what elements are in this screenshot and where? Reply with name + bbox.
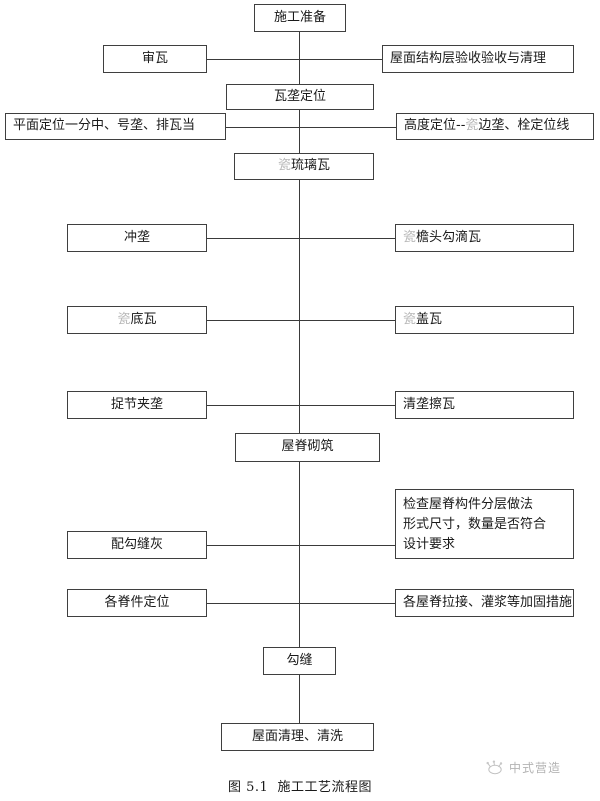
node-label: 施工准备 [273, 9, 326, 25]
connector-shenwa-to-roofcheck [207, 59, 382, 60]
connector-planpos-to-heightpos [226, 127, 396, 128]
node-tile-ridge-positioning[interactable]: 瓦垄定位 [226, 84, 374, 110]
node-label-faded-glyph: 瓷 [403, 229, 417, 245]
node-label-prefix: 高度定位-- [404, 118, 466, 134]
node-label-suffix: 盖瓦 [416, 311, 443, 327]
node-label-suffix: 琉璃瓦 [291, 158, 331, 174]
connector-ridgeparts-to-reinforce [207, 603, 395, 604]
node-label: 各脊件定位 [104, 594, 170, 610]
caption-title: 施工工艺流程图 [277, 780, 373, 795]
connector-zhuojie-to-qinglong [207, 405, 395, 406]
figure-caption: 图 5.1 施工工艺流程图 [0, 776, 600, 795]
node-label: 配勾缝灰 [110, 536, 163, 552]
node-ridge-parts-positioning[interactable]: 各脊件定位 [67, 589, 207, 617]
node-label: 各屋脊拉接、灌浆等加固措施 [403, 594, 573, 610]
node-bottom-tile[interactable]: 瓷底瓦 [67, 306, 207, 334]
watermark: 中式营造 [486, 759, 561, 776]
node-roof-ridge-masonry[interactable]: 屋脊砌筑 [235, 433, 380, 462]
node-label-suffix: 底瓦 [130, 311, 157, 327]
node-roof-structure-acceptance[interactable]: 屋面结构层验收验收与清理 [382, 45, 574, 73]
node-plane-positioning[interactable]: 平面定位一分中、号垄、排瓦当 [5, 113, 226, 140]
caption-number: 5.1 [246, 780, 269, 795]
node-label-line-2: 形式尺寸，数量是否符合 [403, 516, 547, 532]
node-label-line-3: 设计要求 [403, 536, 456, 552]
connector-positioning-to-glazedtile [299, 108, 300, 153]
node-label-faded-glyph: 瓷 [277, 158, 291, 174]
connector-chonglong-to-eavetile [207, 238, 395, 239]
node-label-line-1: 检查屋脊构件分层做法 [403, 497, 534, 512]
node-label: 冲垄 [123, 229, 150, 245]
node-ridge-component-inspection[interactable]: 检查屋脊构件分层做法 形式尺寸，数量是否符合 设计要求 [395, 489, 574, 559]
node-label: 屋面清理、清洗 [251, 728, 343, 744]
node-porcelain-glazed-tile[interactable]: 瓷琉璃瓦 [234, 153, 374, 180]
node-chonglong[interactable]: 冲垄 [67, 224, 207, 252]
node-label: 审瓦 [141, 50, 168, 66]
node-ridge-reinforcement[interactable]: 各屋脊拉接、灌浆等加固措施 [395, 589, 574, 617]
node-zhuojie-jialong[interactable]: 捉节夹垄 [67, 391, 207, 419]
node-label: 屋面结构层验收验收与清理 [390, 50, 547, 66]
node-label-faded-glyph: 瓷 [465, 118, 479, 134]
node-label: 捉节夹垄 [110, 396, 163, 412]
node-label-faded-glyph: 瓷 [403, 311, 417, 327]
cloud-sprout-logo-icon [486, 760, 504, 775]
node-clean-ridge-wipe-tile[interactable]: 清垄擦瓦 [395, 391, 574, 419]
node-cap-tile[interactable]: 瓷盖瓦 [395, 306, 574, 334]
node-label: 瓦垄定位 [273, 88, 326, 104]
node-tile-inspection[interactable]: 审瓦 [103, 45, 207, 73]
caption-prefix: 图 [227, 780, 242, 795]
node-roof-cleaning-washing[interactable]: 屋面清理、清洗 [221, 723, 374, 751]
connector-mortar-to-inspection [207, 545, 395, 546]
node-pointing[interactable]: 勾缝 [263, 647, 336, 675]
node-construction-preparation[interactable]: 施工准备 [254, 4, 346, 32]
node-label-suffix: 檐头勾滴瓦 [416, 229, 482, 245]
node-eave-hook-drip-tile[interactable]: 瓷檐头勾滴瓦 [395, 224, 574, 252]
node-label: 清垄擦瓦 [403, 396, 456, 412]
node-label: 勾缝 [286, 652, 313, 668]
node-label: 屋脊砌筑 [281, 439, 334, 455]
watermark-text: 中式营造 [509, 761, 562, 775]
connector-bottomtile-to-captile [207, 320, 395, 321]
node-pointing-mortar-mix[interactable]: 配勾缝灰 [67, 531, 207, 559]
node-label: 平面定位一分中、号垄、排瓦当 [13, 118, 196, 134]
connector-ridge-to-pointing [299, 462, 300, 647]
node-label-suffix: 边垄、栓定位线 [478, 118, 570, 134]
node-height-positioning[interactable]: 高度定位--瓷边垄、栓定位线 [396, 113, 594, 140]
connector-pointing-to-cleaning [299, 675, 300, 723]
connector-glazedtile-to-ridge [299, 180, 300, 433]
node-label-faded-glyph: 瓷 [117, 311, 131, 327]
